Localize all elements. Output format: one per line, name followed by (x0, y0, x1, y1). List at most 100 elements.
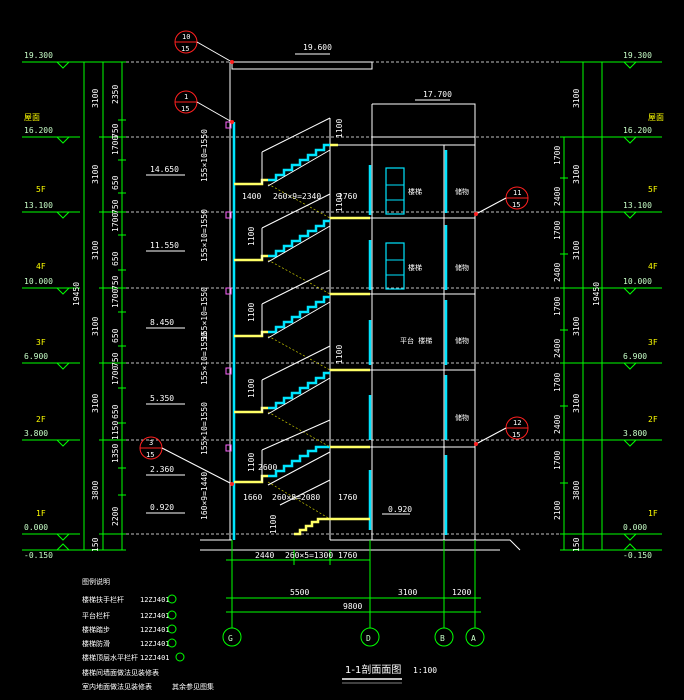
stair-flights (234, 117, 370, 536)
top-elev: 19.600 (303, 43, 332, 52)
dim: 1700 (553, 373, 562, 392)
note-text: 室内地面做法见装修表 (82, 682, 152, 691)
dim: 150 (91, 537, 100, 552)
dim: 3100 (91, 241, 100, 260)
dim: 750 (111, 123, 120, 138)
callout-10-15: 10 15 (174, 30, 234, 64)
callout-top: 12 (513, 419, 521, 427)
dim: 1700 (553, 146, 562, 165)
note-text: 楼梯间墙面做法见装修表 (82, 668, 159, 677)
callout-top: 10 (182, 33, 190, 41)
dim: 3800 (572, 481, 581, 500)
note-row: 楼梯顶层水平栏杆 12ZJ401 (82, 652, 185, 662)
level-1f-left: 1F 0.000 (22, 509, 80, 541)
notes-title: 图例说明 (82, 577, 110, 586)
room-label: 储物 (455, 336, 469, 345)
level-elev: 0.000 (623, 523, 647, 532)
stair-width: 1760 (338, 192, 357, 201)
dim-2440: 2440 (255, 551, 274, 560)
axis-label: B (440, 634, 445, 643)
level-floor: 4F (648, 262, 658, 271)
level-floor: 3F (648, 338, 658, 347)
dim: 650 (111, 328, 120, 343)
note-ref: 12ZJ401 (140, 626, 170, 634)
stair-width: 1400 (242, 192, 261, 201)
roof2-elev: 17.700 (423, 90, 452, 99)
room-labels: 楼梯 储物 楼梯 储物 平台 楼梯 储物 储物 (400, 187, 469, 422)
left-dimension-chains: 19450 3100 3100 3100 3100 3100 3800 150 … (72, 61, 126, 552)
level-3f-right: 3F 6.900 (605, 338, 662, 370)
dim: 3100 (572, 165, 581, 184)
dim: 3100 (91, 165, 100, 184)
note-ref: 其余参见图集 (172, 682, 214, 691)
level-floor: 1F (36, 509, 46, 518)
room-label: 楼梯 (408, 187, 422, 196)
callout-12-15: 12 15 (474, 416, 529, 446)
dim: 3100 (572, 317, 581, 336)
dim-5500: 5500 (290, 588, 309, 597)
dim: 750 (111, 199, 120, 214)
dim: 3800 (91, 481, 100, 500)
level-elev: 19.300 (24, 51, 53, 60)
level-elev: 13.100 (24, 201, 53, 210)
dim: 1700 (553, 451, 562, 470)
callout-top: 3 (149, 439, 153, 447)
callout-bottom: 15 (512, 201, 520, 209)
inner-dims: 2350 750 1700 650 750 1700 650 750 1700 … (111, 85, 120, 526)
dim: 160×9=1440 (200, 472, 209, 520)
drawing-title: 1-1剖面面图 1:100 (342, 663, 437, 684)
scale-text: 1:100 (413, 666, 437, 675)
level-elev: 3.800 (623, 429, 647, 438)
dim-1200: 1200 (452, 588, 471, 597)
stair-horizontal-dim: 260×8=2080 (272, 493, 320, 502)
dim: 1700 (111, 366, 120, 385)
level-elev: 16.200 (24, 126, 53, 135)
level-elev: 6.900 (24, 352, 48, 361)
dim: 1100 (247, 453, 256, 472)
stair-elev: 14.650 (150, 165, 179, 174)
level-floor: 3F (36, 338, 46, 347)
dim: 3100 (91, 89, 100, 108)
axis-d: D (360, 627, 380, 647)
grid-axes: G D B A (222, 627, 485, 647)
level-floor: 2F (36, 415, 46, 424)
level-minus-left: -0.150 (22, 543, 80, 560)
callout-bottom: 15 (181, 105, 189, 113)
room-label: 储物 (455, 187, 469, 196)
right-dimension-chains: 19450 1700 2400 1700 2400 1700 2400 1700… (553, 61, 606, 552)
dim: 1100 (335, 345, 344, 364)
level-5f-left: 5F 13.100 (22, 185, 80, 219)
level-19300-right: 19.300 (605, 51, 662, 69)
right-level-marks: 19.300 屋面 16.200 5F 13.100 4F 10.000 3F … (605, 51, 664, 560)
stair-elev: 11.550 (150, 241, 179, 250)
note-row: 楼梯踏步 12ZJ401 (82, 624, 177, 634)
axis-label: D (366, 634, 371, 643)
level-4f-left: 4F 10.000 (22, 262, 80, 295)
callout-11-15: 11 15 (474, 186, 529, 216)
dim-1760: 1760 (338, 551, 357, 560)
total-height-dim-right: 19450 (592, 282, 601, 306)
dim: 3100 (572, 241, 581, 260)
dim: 1150 (111, 421, 120, 440)
dim: 1100 (335, 193, 344, 212)
note-text: 平台栏杆 (82, 611, 110, 620)
stair-elev: 5.350 (150, 394, 174, 403)
dim: 155×10=1550 (200, 402, 209, 455)
stair-width: 1660 (243, 493, 262, 502)
vertical-1100-dims: 1100 1100 1100 1100 1100 1100 1100 1100 (247, 119, 344, 534)
stair-elevations: 14.650 11.550 8.450 5.350 2.360 0.920 (146, 165, 185, 514)
axis-g: G (222, 627, 242, 647)
callout-1-15: 1 15 (174, 90, 234, 124)
room-label: 平台 楼梯 (400, 336, 432, 345)
left-level-marks: 19.300 屋面 16.200 5F 13.100 4F 10.000 3F … (22, 51, 80, 560)
dim: 2400 (553, 415, 562, 434)
level-minus-right: -0.150 (605, 543, 662, 560)
level-floor: 屋面 (648, 113, 664, 122)
dim: 1100 (335, 119, 344, 138)
stair-width: 1760 (338, 493, 357, 502)
dim: 3100 (572, 394, 581, 413)
level-roof-right: 屋面 16.200 (605, 113, 664, 144)
right-outer-dims: 3100 3100 3100 3100 3100 3800 150 (572, 89, 581, 552)
dim: 155×10=1550 (200, 129, 209, 182)
total-height-dim: 19450 (72, 282, 81, 306)
